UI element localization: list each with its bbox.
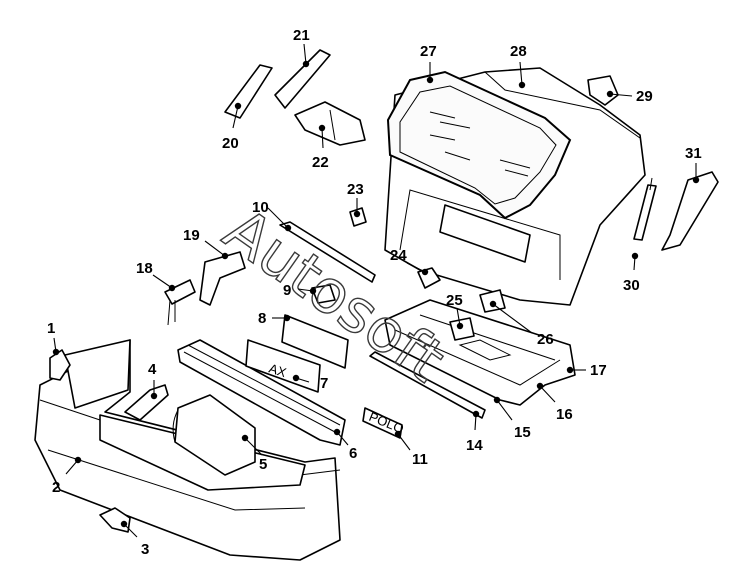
- license-plate-text: AX: [267, 361, 288, 381]
- trim-carrier: [384, 299, 576, 406]
- lock-cylinder: [164, 279, 196, 326]
- latch-hinge: [199, 251, 246, 306]
- plate-base: [281, 314, 349, 369]
- callout-26: 26: [537, 331, 554, 348]
- callout-1: 1: [47, 320, 55, 337]
- wiper-motor: [294, 101, 366, 146]
- callout-23: 23: [347, 181, 364, 198]
- callout-5: 5: [259, 456, 267, 473]
- rear-window-glass: [386, 70, 572, 220]
- callout-17: 17: [590, 362, 607, 379]
- callout-22: 22: [312, 154, 329, 171]
- weatherstrip: [661, 171, 719, 251]
- wiper-blade: [274, 49, 331, 109]
- wiper-arm: [224, 64, 273, 119]
- callout-2: 2: [52, 479, 60, 496]
- callout-27: 27: [420, 43, 437, 60]
- callout-16: 16: [556, 406, 573, 423]
- callout-3: 3: [141, 541, 149, 558]
- callout-28: 28: [510, 43, 527, 60]
- impact-absorber: [172, 394, 256, 476]
- callout-24: 24: [390, 247, 407, 264]
- callout-8: 8: [258, 310, 266, 327]
- side-bracket: [124, 384, 169, 421]
- bumper-reinforcement: [177, 339, 346, 446]
- callout-7: 7: [320, 375, 328, 392]
- callout-labels: 1 2 3 4 5 6 7 8 9 10 11 14 15 16 17 18 1…: [47, 27, 702, 558]
- callout-10: 10: [252, 199, 269, 216]
- tailgate-hinge: [587, 75, 619, 106]
- callout-29: 29: [636, 88, 653, 105]
- trim-strip: [369, 351, 486, 419]
- switch: [311, 284, 336, 304]
- callout-30: 30: [623, 277, 640, 294]
- license-plate: AX: [245, 339, 321, 393]
- gas-strut: [633, 177, 657, 241]
- callout-6: 6: [349, 445, 357, 462]
- callout-25: 25: [446, 292, 463, 309]
- callout-14: 14: [466, 437, 483, 454]
- callout-15: 15: [514, 424, 531, 441]
- callout-20: 20: [222, 135, 239, 152]
- operating-rod: [279, 221, 376, 283]
- callout-11: 11: [412, 451, 428, 468]
- callout-31: 31: [685, 145, 702, 162]
- leader-dots: [52, 60, 700, 528]
- lock-assembly: [417, 267, 506, 341]
- callout-21: 21: [293, 27, 310, 44]
- callout-4: 4: [148, 361, 157, 378]
- buffer: [49, 349, 71, 381]
- callout-9: 9: [283, 282, 291, 299]
- callout-18: 18: [136, 260, 153, 277]
- callout-19: 19: [183, 227, 200, 244]
